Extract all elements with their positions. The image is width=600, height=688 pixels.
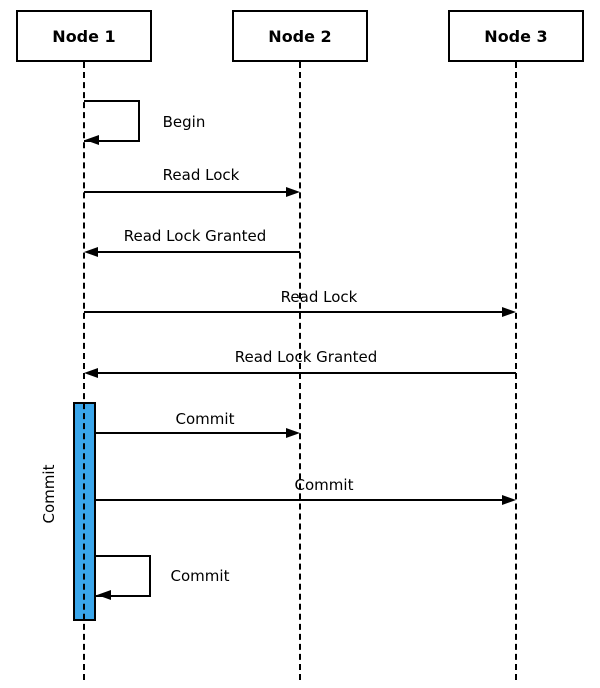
message-label: Commit xyxy=(294,476,354,494)
arrowhead-left-icon xyxy=(84,247,98,257)
actor-box-node-3: Node 3 xyxy=(448,10,584,62)
arrowhead-right-icon xyxy=(286,428,300,438)
message-line xyxy=(96,499,503,501)
message-line xyxy=(84,191,287,193)
message-label: Commit xyxy=(175,410,235,428)
actor-label-node-1: Node 1 xyxy=(52,26,116,46)
message-label: Begin xyxy=(162,113,206,131)
message-line xyxy=(97,251,300,253)
activation-label: Commit xyxy=(40,464,58,524)
arrowhead-right-icon xyxy=(502,495,516,505)
actor-box-node-1: Node 1 xyxy=(16,10,152,62)
actor-box-node-2: Node 2 xyxy=(232,10,368,62)
message-line xyxy=(97,372,516,374)
arrowhead-left-icon xyxy=(84,368,98,378)
message-label: Read Lock xyxy=(280,288,358,306)
self-loop-line xyxy=(84,100,140,142)
arrowhead-right-icon xyxy=(286,187,300,197)
message-line xyxy=(84,311,503,313)
message-label: Read Lock Granted xyxy=(234,348,378,366)
arrowhead-right-icon xyxy=(502,307,516,317)
lifeline-node-2 xyxy=(299,62,301,680)
lifeline-node-3 xyxy=(515,62,517,680)
message-label: Read Lock xyxy=(162,166,240,184)
actor-label-node-2: Node 2 xyxy=(268,26,332,46)
self-loop-line xyxy=(96,555,151,597)
arrowhead-left-icon xyxy=(97,590,111,600)
arrowhead-left-icon xyxy=(85,135,99,145)
message-label: Read Lock Granted xyxy=(123,227,267,245)
message-line xyxy=(96,432,287,434)
message-label: Commit xyxy=(170,567,230,585)
actor-label-node-3: Node 3 xyxy=(484,26,548,46)
